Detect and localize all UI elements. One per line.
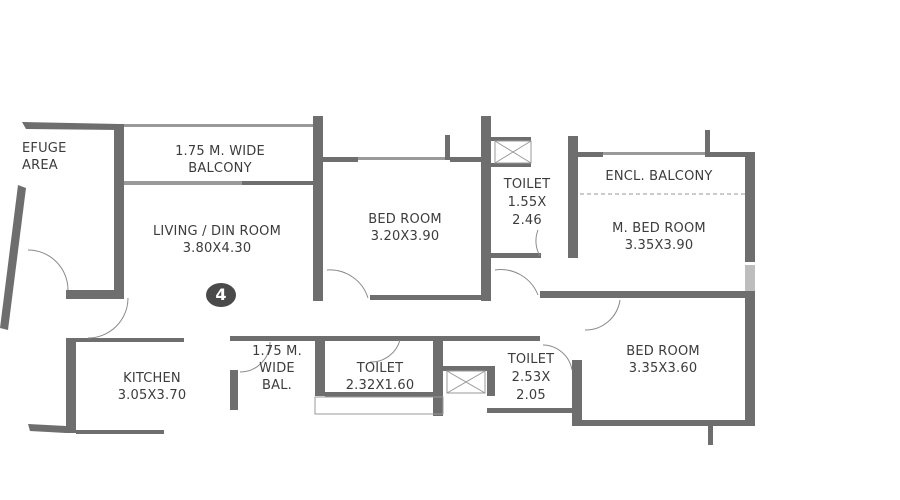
label-line: 3.35X3.60 <box>628 361 698 376</box>
room-label-encl-balcony: ENCL. BALCONY <box>605 168 712 185</box>
room-label-living: LIVING / DIN ROOM 3.80X4.30 <box>153 223 281 257</box>
label-line: 3.05X3.70 <box>117 388 187 403</box>
label-line: BED ROOM <box>368 212 442 227</box>
shafts <box>314 140 745 415</box>
label-line: 1.55X <box>507 195 547 210</box>
room-label-bedroom-1: BED ROOM 3.20X3.90 <box>368 211 442 245</box>
room-label-kitchen: KITCHEN 3.05X3.70 <box>118 370 187 404</box>
room-label-toilet-3: TOILET 2.53X 2.05 <box>508 351 555 405</box>
label-line: 2.05 <box>516 388 546 403</box>
door-swings <box>27 229 621 373</box>
label-line: 1.75 M. <box>252 344 302 359</box>
room-label-toilet-2: TOILET 2.32X1.60 <box>346 360 415 394</box>
label-line: BAL. <box>261 378 292 393</box>
label-line: 3.80X4.30 <box>182 241 252 256</box>
label-line: BED ROOM <box>626 344 700 359</box>
label-line: EFUGE <box>22 141 67 156</box>
label-line: WIDE <box>259 361 295 376</box>
label-line: 3.20X3.90 <box>370 229 440 244</box>
walls <box>0 116 755 445</box>
label-line: 2.53X <box>511 370 551 385</box>
room-label-toilet-1: TOILET 1.55X 2.46 <box>504 176 551 230</box>
room-label-balcony-small: 1.75 M. WIDE BAL. <box>252 343 302 394</box>
room-label-bedroom-2: BED ROOM 3.35X3.60 <box>626 343 700 377</box>
label-line: 1.75 M. WIDE <box>175 144 265 159</box>
label-line: ENCL. BALCONY <box>605 169 713 184</box>
label-line: 2.32X1.60 <box>345 378 415 393</box>
label-line: BALCONY <box>188 161 252 176</box>
label-line: 2.46 <box>512 213 542 228</box>
room-label-master-bedroom: M. BED ROOM 3.35X3.90 <box>612 220 706 254</box>
label-line: AREA <box>22 158 58 173</box>
room-label-refuge: EFUGE AREA <box>22 140 67 174</box>
label-line: M. BED ROOM <box>612 221 706 236</box>
label-line: TOILET <box>503 177 551 192</box>
label-line: 3.35X3.90 <box>624 238 694 253</box>
label-line: TOILET <box>356 361 404 376</box>
label-line: KITCHEN <box>123 371 181 386</box>
unit-number-badge: 4 <box>206 283 236 307</box>
label-line: TOILET <box>507 352 555 367</box>
room-label-balcony-top: 1.75 M. WIDE BALCONY <box>175 143 265 177</box>
label-line: LIVING / DIN ROOM <box>152 224 282 239</box>
